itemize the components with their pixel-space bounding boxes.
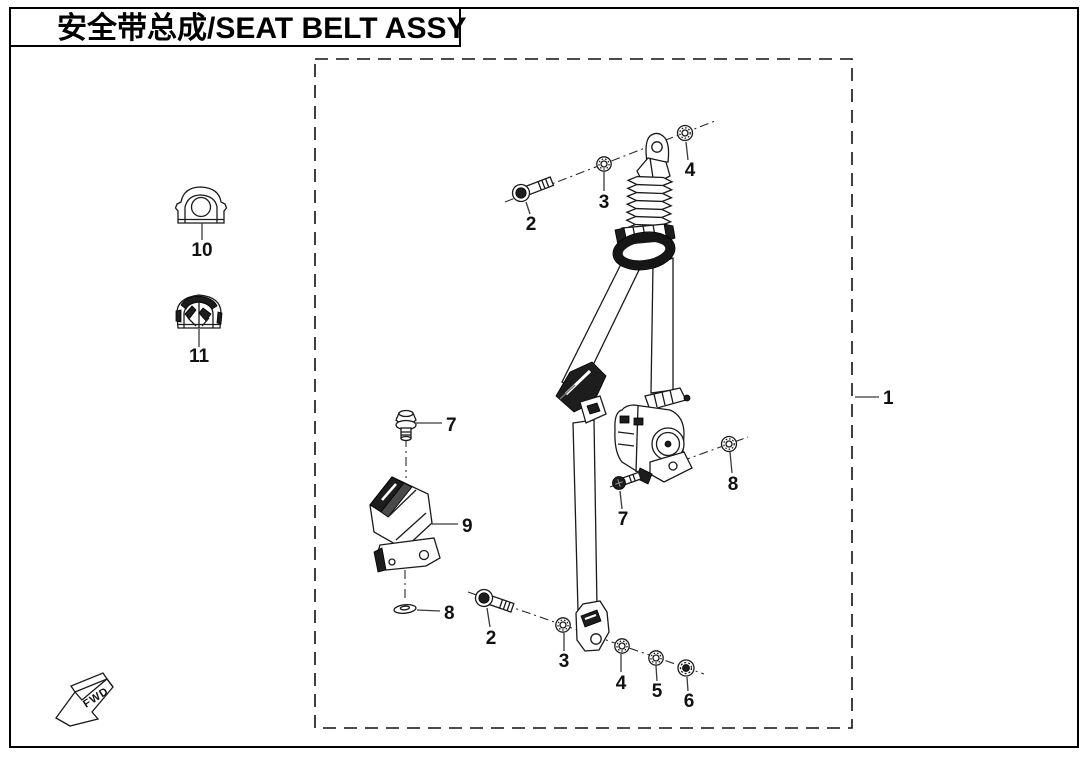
part-latch-tongue — [555, 361, 607, 424]
part-washer-left: 8 — [393, 603, 455, 624]
part-bolt-right: 7 — [612, 471, 642, 530]
callout-number: 6 — [684, 691, 695, 712]
callout-number: 7 — [618, 509, 629, 530]
part-washer-top: 3 — [596, 156, 612, 213]
callout-number: 5 — [652, 681, 663, 702]
title-box — [9, 7, 461, 47]
part-buckle: 9 — [369, 476, 473, 573]
belt-webbing — [561, 257, 674, 612]
part-bolt-left: 7 — [395, 409, 457, 442]
part-bolt-top: 2 — [511, 176, 555, 235]
callout-assembly-1: 1 — [855, 388, 894, 409]
callout-number: 3 — [599, 192, 610, 213]
callout-number: 8 — [444, 603, 455, 624]
part-washer-bottom-3: 3 — [555, 617, 571, 672]
part-nut-bottom: 6 — [677, 659, 695, 712]
part-nut-top: 4 — [676, 124, 696, 181]
part-belt-guide-upper: 10 — [174, 186, 228, 261]
part-washer-right: 8 — [720, 435, 739, 495]
callout-number: 8 — [728, 474, 739, 495]
callout-number: 1 — [883, 388, 894, 409]
part-shoulder-loop — [612, 231, 676, 271]
page-title: 安全带总成/SEAT BELT ASSY — [57, 11, 466, 45]
callout-number: 4 — [616, 673, 627, 694]
part-washer-bottom-4: 4 — [614, 638, 630, 694]
title-block: 安全带总成/SEAT BELT ASSY — [9, 7, 466, 47]
callout-number: 10 — [191, 240, 212, 261]
part-lower-anchor-plate — [575, 600, 610, 652]
part-washer-bottom-5: 5 — [648, 650, 664, 702]
part-bolt-bottom: 2 — [474, 588, 515, 649]
page-border — [9, 7, 1079, 748]
part-retractor — [614, 387, 693, 485]
callout-number: 2 — [486, 628, 497, 649]
callout-number: 7 — [446, 415, 457, 436]
part-belt-guide-lower: 11 — [175, 294, 223, 367]
assembly-boundary-box — [314, 58, 853, 729]
callout-number: 4 — [685, 160, 696, 181]
callout-number: 9 — [462, 516, 473, 537]
callout-number: 2 — [526, 214, 537, 235]
callout-number: 11 — [189, 346, 210, 367]
callout-number: 3 — [559, 651, 570, 672]
